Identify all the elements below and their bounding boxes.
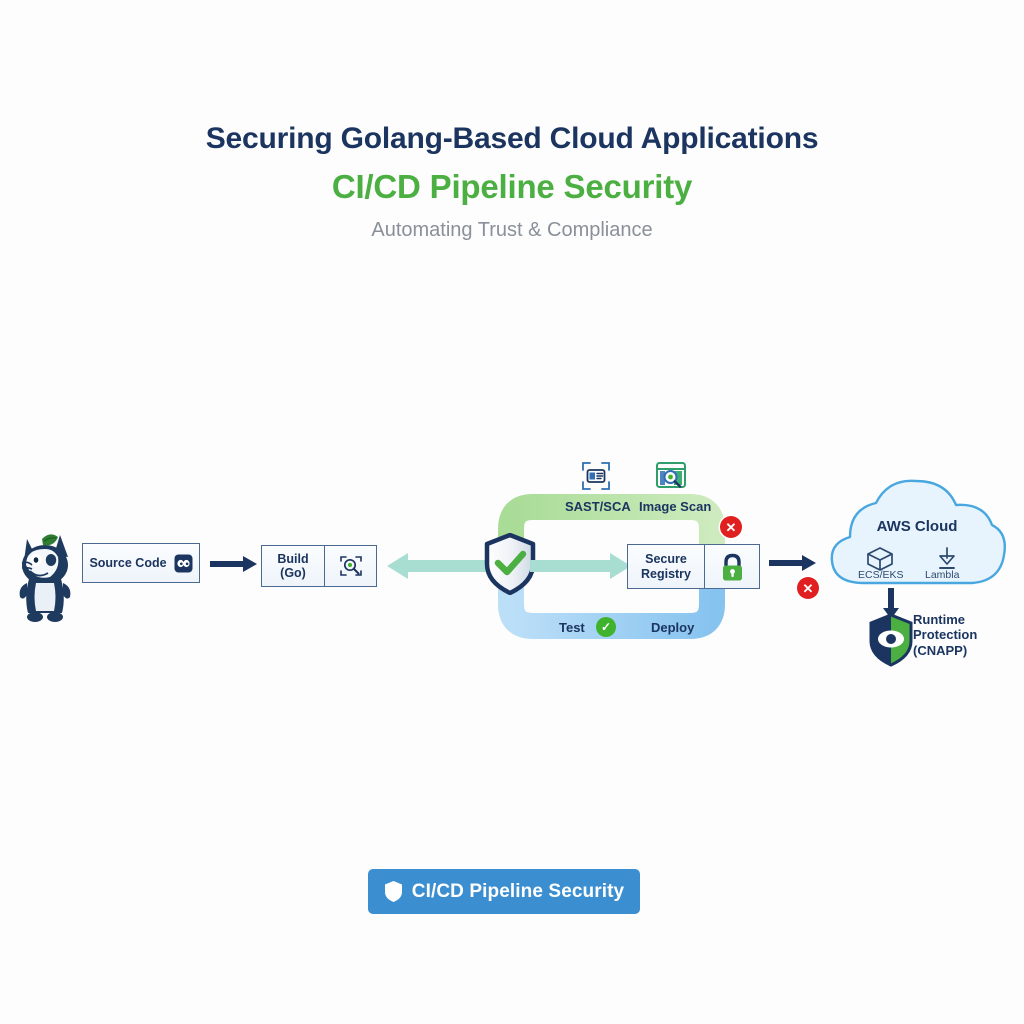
security-shield-check <box>484 532 536 600</box>
footer-banner[interactable]: CI/CD Pipeline Security <box>368 869 640 914</box>
arrow-cloud-to-runtime <box>881 588 901 625</box>
arrow-registry-to-cloud <box>769 553 817 578</box>
source-code-label: Source Code <box>89 555 167 570</box>
loop-label-image-scan: Image Scan <box>639 499 712 514</box>
secure-registry-node[interactable]: Secure Registry <box>627 544 760 589</box>
loop-label-test: Test <box>559 620 585 635</box>
header: Securing Golang-Based Cloud Applications… <box>0 122 1024 241</box>
loop-label-sast: SAST/SCA <box>565 499 631 514</box>
loop-label-deploy: Deploy <box>651 620 695 635</box>
runtime-line1: Runtime <box>913 612 965 627</box>
arrow-shield-to-build <box>386 550 488 587</box>
eye-shield-icon <box>868 613 914 672</box>
runtime-line2: Protection <box>913 627 978 643</box>
cloud-service-label-lambda: Lambla <box>925 569 960 581</box>
registry-label-line2: Registry <box>640 566 692 581</box>
page-subtitle: CI/CD Pipeline Security <box>331 168 693 205</box>
runtime-line3: (CNAPP) <box>913 642 968 658</box>
sast-scan-icon <box>580 460 612 497</box>
registry-label-line1: Secure <box>645 552 687 567</box>
arrow-shield-to-registry <box>530 550 632 587</box>
build-label-line1: Build <box>277 551 309 566</box>
aws-cloud-title: AWS Cloud <box>876 518 958 535</box>
build-label-line2: (Go) <box>280 566 306 580</box>
test-pass-badge: ✓ <box>596 617 616 637</box>
lambda-icon <box>934 546 960 577</box>
code-scan-icon <box>338 553 364 579</box>
runtime-protection-label: Runtime Protection (CNAPP) <box>913 612 1023 658</box>
cube-icon <box>866 546 894 577</box>
shield-icon <box>384 880 403 903</box>
cloud-service-label-ecs: ECS/EKS <box>858 569 904 581</box>
image-scan-icon <box>654 458 688 497</box>
green-padlock-icon <box>719 552 746 582</box>
source-code-node[interactable]: Source Code <box>82 543 200 583</box>
error-badge-registry-top: ✕ <box>720 516 742 538</box>
page-tagline: Automating Trust & Compliance <box>371 219 653 241</box>
footer-banner-label: CI/CD Pipeline Security <box>411 880 625 902</box>
go-gopher-mascot <box>14 527 80 625</box>
go-gopher-badge-icon <box>174 554 193 573</box>
error-badge-deploy-arrow: ✕ <box>797 577 819 599</box>
build-node[interactable]: Build (Go) <box>261 545 377 587</box>
arrow-source-to-build <box>210 554 258 579</box>
page-title: Securing Golang-Based Cloud Applications <box>205 122 819 155</box>
